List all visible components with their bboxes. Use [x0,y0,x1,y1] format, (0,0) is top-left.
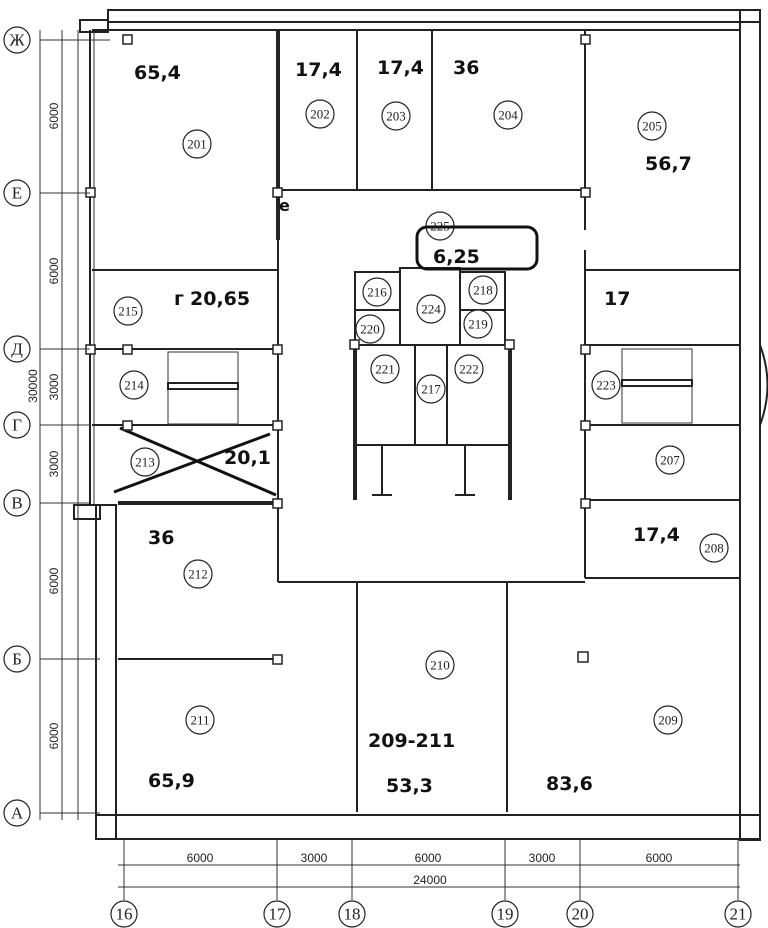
svg-text:207: 207 [660,453,680,468]
exterior-walls [73,9,768,841]
room-208: 208 [699,533,729,563]
area-203: 17,4 [377,57,424,79]
svg-text:217: 217 [421,382,441,397]
svg-text:205: 205 [642,119,662,134]
row-label: Г [12,416,22,435]
area-210: 53,3 [386,775,433,797]
room-numbers: 201 202 203 204 205 207 208 209 210 211 … [113,99,729,735]
columns [85,34,591,665]
svg-text:221: 221 [375,362,395,377]
svg-text:210: 210 [430,658,450,673]
marker-g: г [174,288,184,310]
room-218: 218 [468,275,498,305]
dim-bottom: 6000 [646,851,673,865]
room-201: 201 [182,129,212,159]
svg-text:222: 222 [459,362,479,377]
room-205: 205 [637,111,667,141]
svg-text:214: 214 [124,378,144,393]
svg-text:209: 209 [658,713,678,728]
svg-text:204: 204 [498,108,518,123]
area-212: 36 [148,527,174,549]
area-209: 83,6 [546,773,593,795]
dim-left: 6000 [47,722,61,749]
dim-bottom: 6000 [415,851,442,865]
area-201: 65,4 [134,62,181,84]
svg-text:202: 202 [310,107,330,122]
room-224: 224 [416,294,446,324]
column-label: 17 [269,905,287,924]
row-axes: Ж Е Д Г В Б А 6000 6000 3000 3000 6000 6… [3,26,110,827]
room-207: 207 [655,445,685,475]
area-labels: 65,4 17,4 17,4 36 56,7 6,25 г 20,65 17 2… [134,57,692,797]
dim-left: 3000 [47,373,61,400]
highlight-box [415,225,539,271]
room-210: 210 [425,650,455,680]
room-222: 222 [454,354,484,384]
dim-left: 6000 [47,567,61,594]
svg-text:216: 216 [367,285,387,300]
room-219: 219 [463,309,493,339]
svg-text:203: 203 [386,109,406,124]
room-203: 203 [381,101,411,131]
dim-left: 6000 [47,102,61,129]
column-label: 19 [497,905,514,924]
area-215: 20,65 [190,288,250,310]
staircase-right [621,348,693,424]
row-label: Б [12,650,22,669]
column-label: 16 [116,905,133,924]
room-223-stair: 223 [591,370,621,400]
dim-bottom: 3000 [529,851,556,865]
dim-bottom: 6000 [187,851,214,865]
svg-text:223: 223 [596,378,616,393]
room-213: 213 [130,447,160,477]
room-209: 209 [653,705,683,735]
svg-text:215: 215 [118,304,138,319]
room-220: 220 [355,314,385,344]
room-215: 215 [113,296,143,326]
label-209-211: 209-211 [368,730,455,752]
row-label: Ж [9,31,25,50]
svg-text:212: 212 [188,567,208,582]
staircase-left [167,351,239,425]
column-label: 20 [572,905,589,924]
area-202: 17,4 [295,59,342,81]
area-213: 20,1 [224,447,271,469]
area-211: 65,9 [148,770,195,792]
marker-e: e [279,196,290,215]
dim-left-total: 30000 [26,369,40,403]
dim-bottom-total: 24000 [413,873,447,887]
svg-text:224: 224 [421,302,441,317]
dim-left: 6000 [47,257,61,284]
svg-text:211: 211 [190,713,209,728]
area-225: 6,25 [433,246,480,268]
svg-text:201: 201 [187,137,207,152]
room-221: 221 [370,354,400,384]
room-204: 204 [493,100,523,130]
interior-walls [92,30,740,812]
room-217: 217 [416,374,446,404]
room-216: 216 [362,277,392,307]
svg-text:219: 219 [468,317,488,332]
area-206: 17 [604,288,630,310]
dim-left: 3000 [47,450,61,477]
row-label: А [11,804,24,823]
column-axes: 6000 3000 6000 3000 6000 24000 16 17 18 … [110,840,752,928]
svg-text:213: 213 [135,455,155,470]
svg-text:218: 218 [473,283,493,298]
row-label: В [11,494,22,513]
area-208: 17,4 [633,524,680,546]
room-214: 214 [119,370,149,400]
area-205: 56,7 [645,153,692,175]
room-211: 211 [185,705,215,735]
row-label: Е [12,184,22,203]
column-label: 18 [344,905,361,924]
area-204: 36 [453,57,479,79]
column-label: 21 [730,905,747,924]
svg-text:220: 220 [360,322,380,337]
room-212: 212 [183,559,213,589]
dim-bottom: 3000 [301,851,328,865]
room-202: 202 [305,99,335,129]
svg-text:208: 208 [704,541,724,556]
row-label: Д [11,340,23,359]
